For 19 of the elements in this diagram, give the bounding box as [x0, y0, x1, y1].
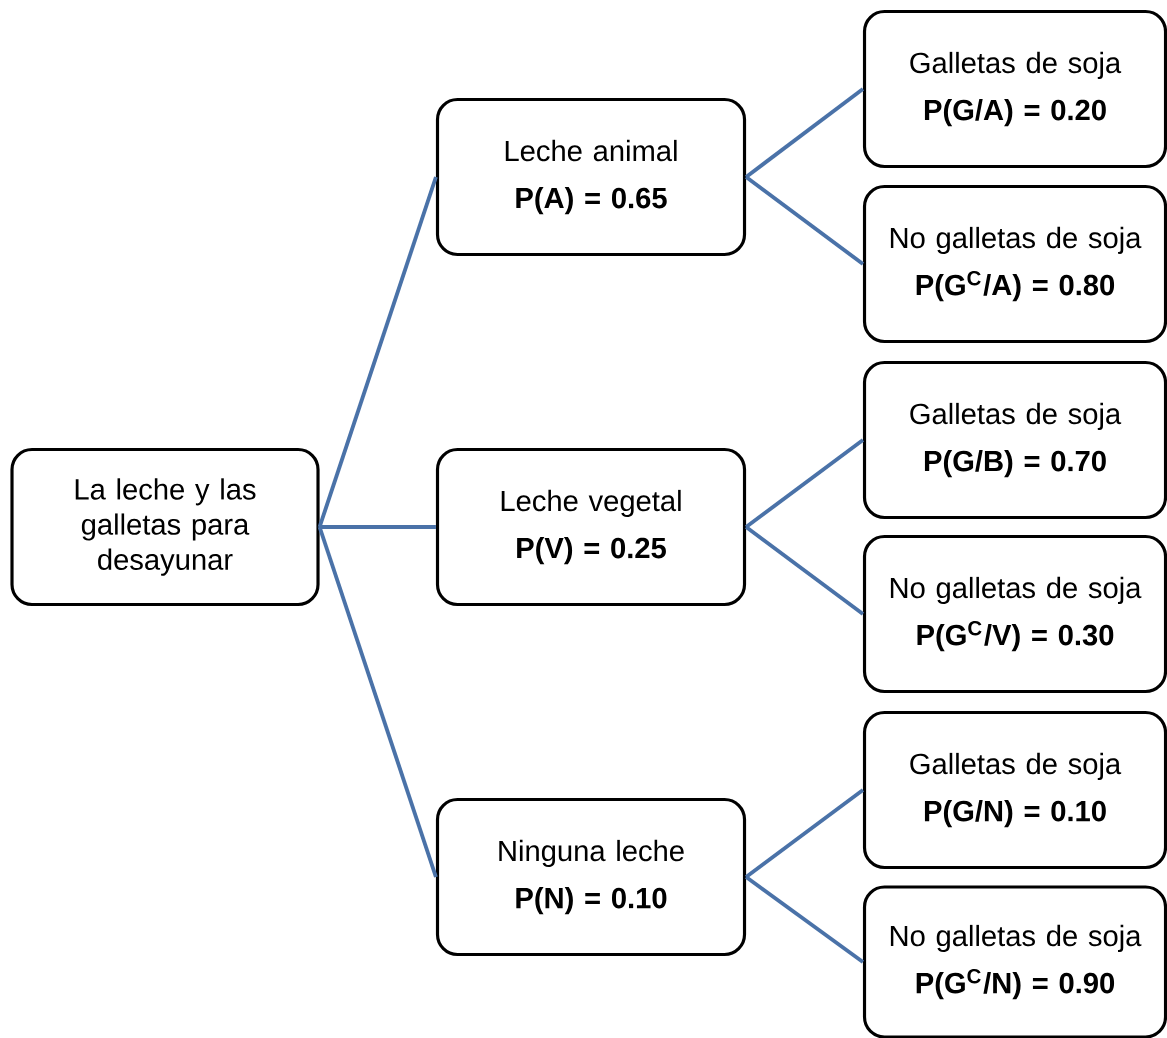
connector-line — [317, 526, 438, 878]
root-box: La leche y las galletas para desayunar — [10, 447, 320, 607]
probability-box: No galletas de soja P(G$^{C}$/N) = 0.90 — [862, 885, 1167, 1038]
connector-line — [744, 525, 865, 616]
connector-line — [744, 438, 865, 529]
probability-box: Galletas de soja P(G/B) = 0.70 — [862, 360, 1167, 520]
probability-box: No galletas de soja P(G$^{C}$/V) = 0.30 — [862, 534, 1167, 694]
connector-line — [317, 176, 438, 528]
probability-box: Galletas de soja P(G/N) = 0.10 — [862, 710, 1167, 870]
connector-line — [319, 525, 436, 529]
connector-line — [744, 87, 865, 179]
probability-box: Leche vegetal P(V) = 0.25 — [435, 447, 747, 607]
probability-box: Galletas de soja P(G/A) = 0.20 — [862, 9, 1167, 169]
probability-box: Ninguna leche P(N) = 0.10 — [435, 797, 747, 957]
probability-box: No galletas de soja P(G$^{C}$/A) = 0.80 — [862, 184, 1167, 344]
probability-box: Leche animal P(A) = 0.65 — [435, 97, 747, 257]
connector-line — [744, 875, 865, 964]
connector-line — [744, 788, 865, 879]
connector-line — [744, 175, 865, 266]
